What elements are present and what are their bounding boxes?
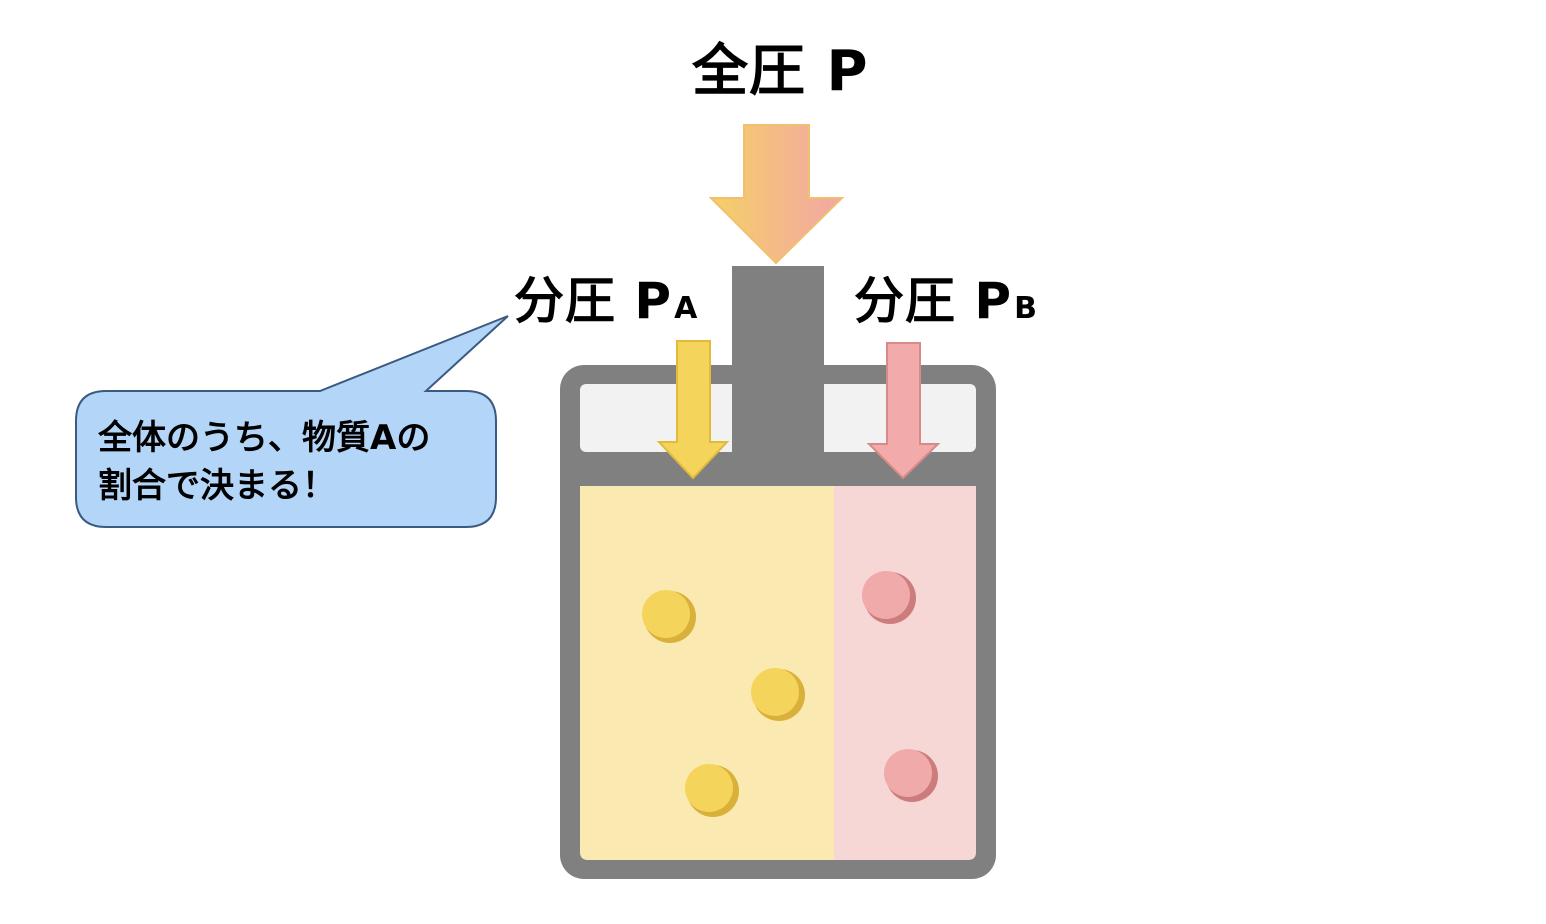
particle-a-3: [685, 764, 739, 817]
partial-b-subscript: B: [1014, 291, 1038, 326]
callout-line-2: 割合で決まる！: [98, 466, 336, 506]
partial-a-symbol: P: [634, 272, 673, 330]
particle-a-2: [751, 668, 805, 721]
callout-bubble: [75, 315, 509, 528]
total-pressure-arrow: [708, 124, 845, 265]
partial-pressure-b-label: 分圧 PB: [854, 276, 1038, 326]
partial-pressure-a-label: 分圧 PA: [514, 276, 698, 326]
partial-a-subscript: A: [674, 291, 699, 326]
gas-a-region: [580, 486, 834, 860]
particle-b-2: [884, 749, 938, 802]
callout-line-1: 全体のうち、物質Aの: [98, 418, 431, 458]
partial-b-text: 分圧: [854, 272, 956, 330]
partial-b-arrow: [866, 342, 941, 480]
piston-rod: [732, 266, 824, 466]
particle-b-1: [862, 571, 916, 624]
callout-text: 全体のうち、物質Aの 割合で決まる！: [98, 414, 488, 510]
partial-a-arrow: [656, 340, 730, 480]
partial-a-text: 分圧: [514, 272, 616, 330]
particle-a-1: [642, 590, 696, 643]
gas-b-region: [834, 486, 976, 860]
partial-b-symbol: P: [974, 272, 1013, 330]
total-pressure-text: 全圧: [692, 39, 806, 104]
total-pressure-symbol: P: [826, 39, 869, 104]
total-pressure-label: 全圧 P: [692, 44, 869, 100]
